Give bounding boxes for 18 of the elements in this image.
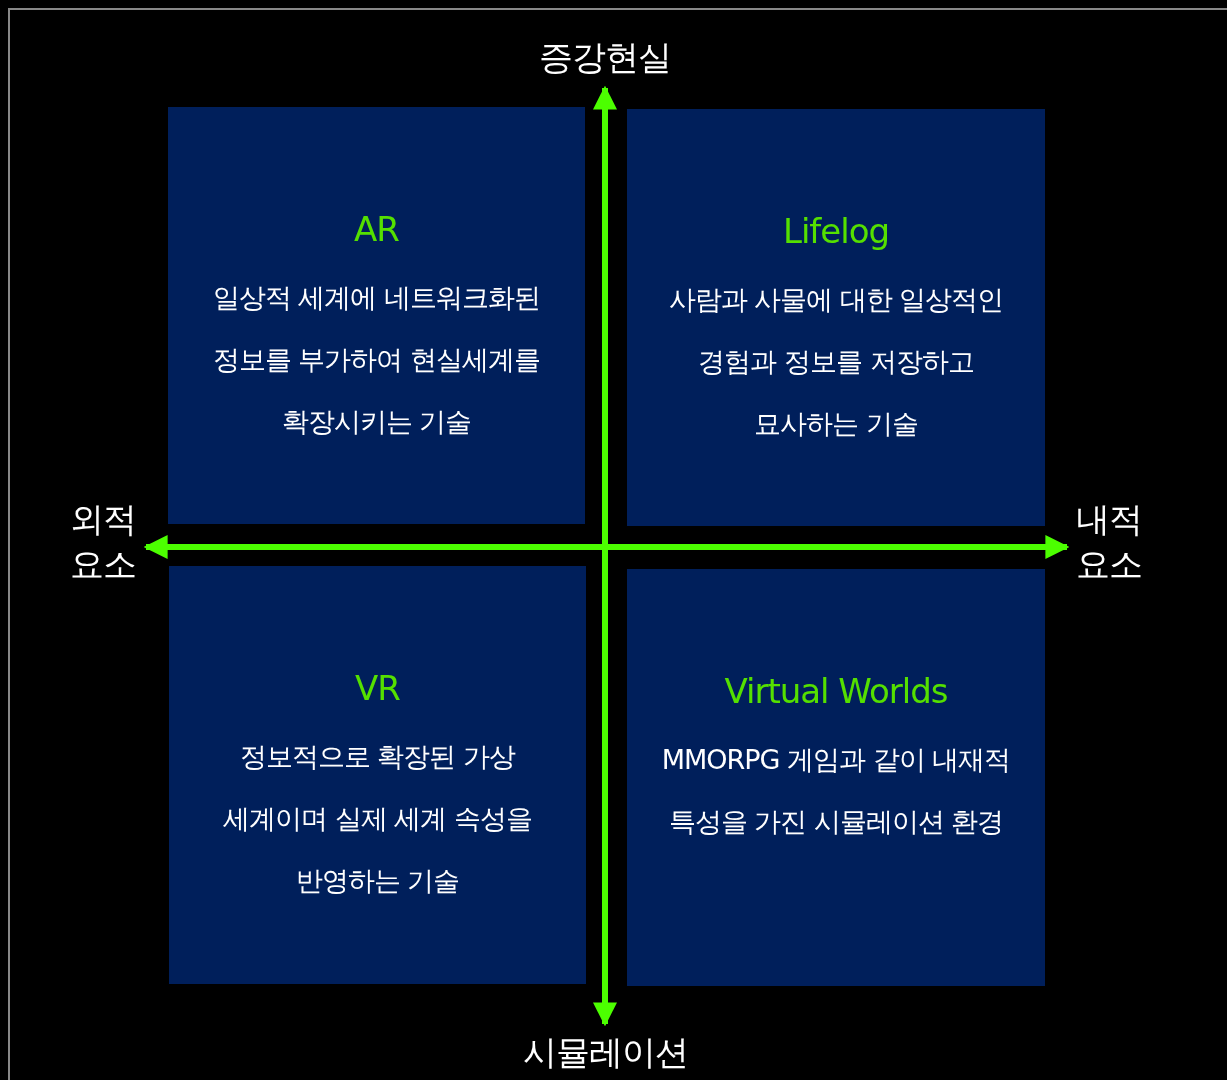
arrow [143, 535, 1070, 559]
axis-label: 증강현실 [535, 35, 675, 80]
quadrant-title: VR [355, 667, 400, 710]
quadrant-title: Lifelog [782, 210, 890, 253]
quadrant-title: Virtual Worlds [724, 670, 948, 713]
quadrant-description: 사람과 사물에 대한 일상적인 경험과 정보를 저장하고 묘사하는 기술 [667, 283, 1005, 441]
quadrant-title: AR [354, 208, 399, 251]
quadrant-box [627, 109, 1045, 526]
quadrant-box [168, 107, 585, 524]
quadrant-box [169, 566, 586, 984]
arrow [593, 85, 617, 1027]
quadrant-description: 정보적으로 확장된 가상 세계이며 실제 세계 속성을 반영하는 기술 [222, 740, 533, 898]
axis-label: 내적 요소 [1071, 497, 1146, 587]
quadrant-box [627, 569, 1045, 986]
axis-label: 시뮬레이션 [515, 1030, 695, 1075]
quadrant-description: 일상적 세계에 네트워크화된 정보를 부가하여 현실세계를 확장시키는 기술 [211, 281, 542, 439]
quadrant-description: MMORPG 게임과 같이 내재적 특성을 가진 시뮬레이션 환경 [660, 743, 1012, 839]
axis-label: 외적 요소 [65, 497, 140, 587]
